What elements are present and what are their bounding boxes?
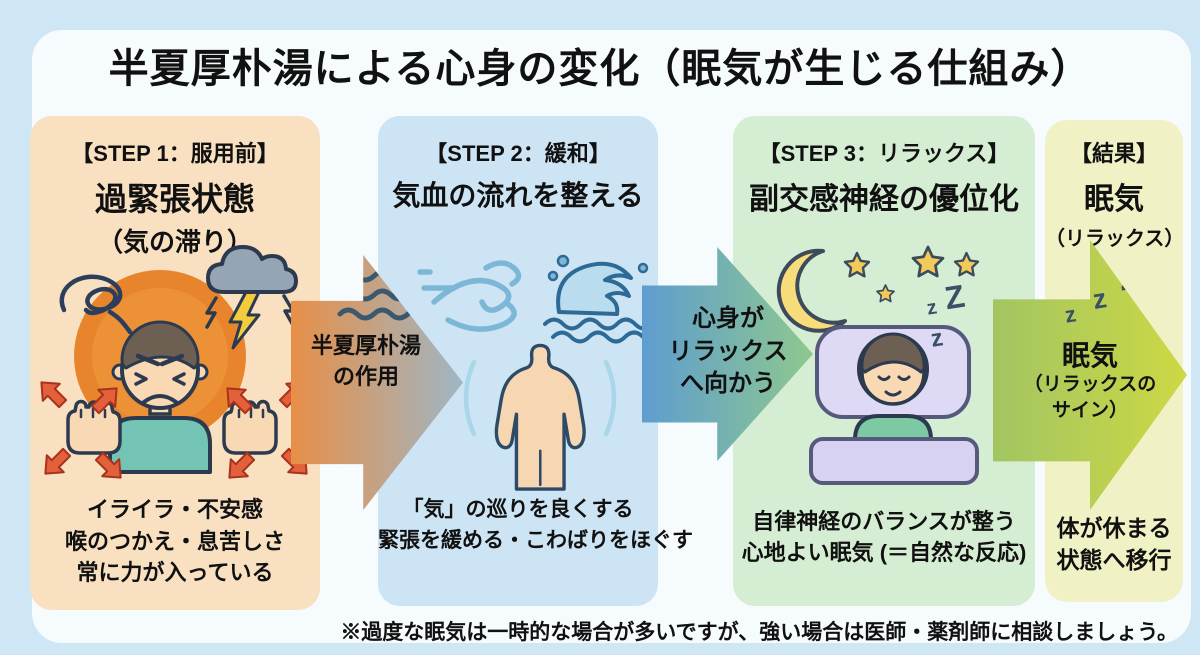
effect-line: 自律神経のバランスが整う <box>752 508 1016 534</box>
qi-flow-illustration <box>417 254 653 491</box>
tangled-thoughts-icon <box>59 274 133 335</box>
result-tag: 【結果】 <box>1069 141 1158 166</box>
crescent-moon-icon <box>776 248 847 333</box>
step3-heading: 副交感神経の優位化 <box>749 183 1019 216</box>
step2-heading: 気血の流れを整える <box>392 180 644 211</box>
step3-illustration: z Z z <box>733 241 1035 496</box>
arrow1-label: 半夏厚朴湯 の作用 <box>310 333 421 389</box>
step1-illustration <box>30 238 320 488</box>
star-icon <box>953 251 980 277</box>
tension-arrow-icon <box>31 372 73 414</box>
effect-line: 緊張を緩める・こわばりをほぐす <box>378 528 693 552</box>
effect-line: 「気」の巡りを良くする <box>402 498 634 522</box>
arrow3-label: （リラックスの サイン） <box>1023 374 1157 421</box>
step1-tag: 【STEP 1：服用前】 <box>71 141 279 166</box>
step1-heading: 過緊張状態 <box>94 181 255 217</box>
sleep-z-text: z <box>1063 301 1078 328</box>
outcome-line: 状態へ移行 <box>1056 546 1172 573</box>
sleep-z-text: z <box>1090 283 1109 315</box>
smile <box>884 390 902 397</box>
water-wave-icon <box>543 254 653 344</box>
angry-person-illustration <box>31 245 317 488</box>
angry-face <box>108 320 212 474</box>
star-icon <box>911 245 945 278</box>
sleeping-person-illustration <box>776 245 980 485</box>
panel-step2: 【STEP 2：緩和】 気血の流れを整える <box>378 116 693 606</box>
storm-cloud-lightning-icon <box>205 245 298 350</box>
step2-tag: 【STEP 2：緩和】 <box>425 141 611 166</box>
star-icon <box>843 251 871 278</box>
symptom-line: 喉のつかえ・息苦しさ <box>64 528 285 554</box>
arrow3-heading: 眠気 <box>1061 340 1118 371</box>
step2-effects: 「気」の巡りを良くする 緊張を緩める・こわばりをほぐす <box>378 495 693 556</box>
closed-eyes <box>877 375 911 381</box>
body-torso-illustration <box>463 343 617 491</box>
wind-flow-icon <box>417 260 522 332</box>
symptom-line: 常に力が入っている <box>76 559 274 585</box>
arrow2-label: 心身が リラックス へ向かう <box>668 305 788 398</box>
result-outcome: 体が休まる 状態へ移行 <box>1045 512 1183 576</box>
effect-line: 心地よい眠気 (＝自然な反応) <box>741 539 1027 565</box>
blanket <box>809 437 979 485</box>
step1-symptoms: イライラ・不安感 喉のつかえ・息苦しさ 常に力が入っている <box>30 494 320 588</box>
panel-step1: 【STEP 1：服用前】 過緊張状態 （気の滞り） <box>30 116 320 610</box>
step3-effects: 自律神経のバランスが整う 心地よい眠気 (＝自然な反応) <box>733 506 1035 568</box>
step3-tag: 【STEP 3：リラックス】 <box>758 141 1010 166</box>
step2-illustration <box>378 244 658 494</box>
outcome-line: 体が休まる <box>1056 514 1172 541</box>
footnote: ※過度な眠気は一時的な場合が多いですが、強い場合は医師・薬剤師に相談しましょう。 <box>340 621 1178 644</box>
page-title: 半夏厚朴湯による心身の変化（眠気が生じる仕組み） <box>108 47 1092 91</box>
result-heading: 眠気 <box>1084 183 1144 216</box>
result-subheading: （リラックス） <box>1045 228 1185 250</box>
symptom-line: イライラ・不安感 <box>86 497 263 523</box>
star-icon <box>876 284 895 303</box>
